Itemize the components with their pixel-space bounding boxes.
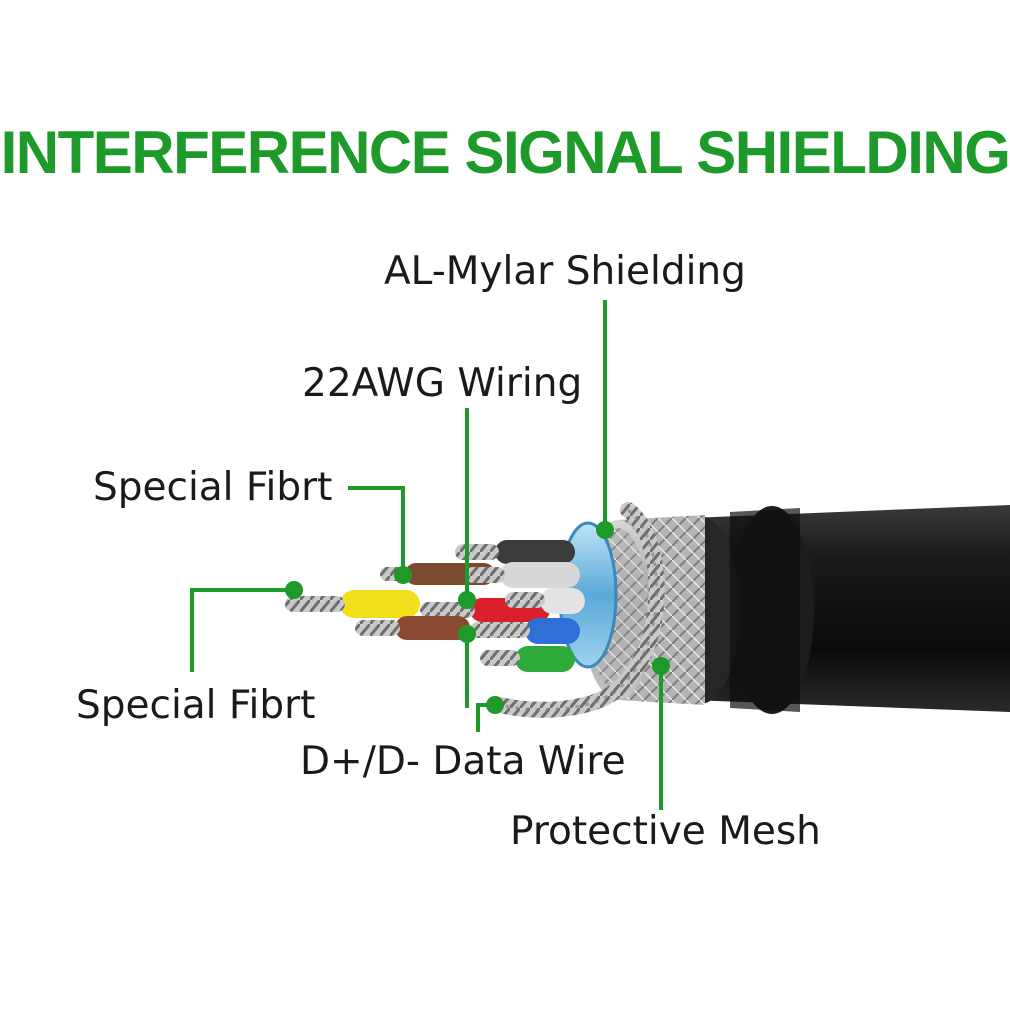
diagram-title: INTERFERENCE SIGNAL SHIELDING bbox=[0, 119, 1010, 186]
dot-22awg bbox=[458, 591, 476, 609]
dot-special-fibrt-top bbox=[394, 566, 412, 584]
callout-lines bbox=[190, 300, 663, 810]
dot-data-wire-b bbox=[486, 696, 504, 714]
label-protective-mesh: Protective Mesh bbox=[510, 809, 821, 854]
grey-wire-insulation bbox=[540, 588, 585, 614]
blue-wire-conductor bbox=[470, 622, 530, 638]
drain-wire bbox=[492, 502, 665, 718]
brown-lower-wire-insulation bbox=[395, 616, 470, 640]
brown-lower-wire-conductor bbox=[355, 620, 400, 636]
yellow-wire-insulation bbox=[340, 590, 420, 618]
inner-conductors bbox=[285, 540, 585, 672]
leader-special-fibrt-left bbox=[190, 588, 294, 672]
green-wire-conductor bbox=[480, 650, 520, 666]
label-data-wire: D+/D- Data Wire bbox=[300, 739, 626, 784]
grey-wire-conductor bbox=[505, 592, 545, 608]
outer-jacket bbox=[660, 505, 1010, 714]
white-wire-conductor bbox=[465, 567, 505, 583]
black-wire-conductor bbox=[455, 544, 499, 560]
leader-data-wire bbox=[465, 632, 495, 732]
dot-special-fibrt-left bbox=[285, 581, 303, 599]
dot-protective-mesh bbox=[652, 657, 670, 675]
dot-al-mylar bbox=[596, 521, 614, 539]
label-special-fibrt-left: Special Fibrt bbox=[76, 683, 316, 728]
dot-data-wire-a bbox=[458, 625, 476, 643]
blue-wire-insulation bbox=[525, 618, 580, 644]
leader-special-fibrt-top bbox=[348, 486, 405, 575]
yellow-wire-conductor bbox=[285, 596, 345, 612]
label-22awg-wiring: 22AWG Wiring bbox=[302, 361, 583, 406]
label-special-fibrt-top: Special Fibrt bbox=[93, 465, 333, 510]
green-wire-insulation bbox=[515, 646, 575, 672]
white-wire-insulation bbox=[500, 562, 580, 588]
callout-dots bbox=[285, 521, 670, 714]
label-al-mylar-shielding: AL-Mylar Shielding bbox=[384, 249, 746, 294]
black-wire-insulation bbox=[495, 540, 575, 564]
